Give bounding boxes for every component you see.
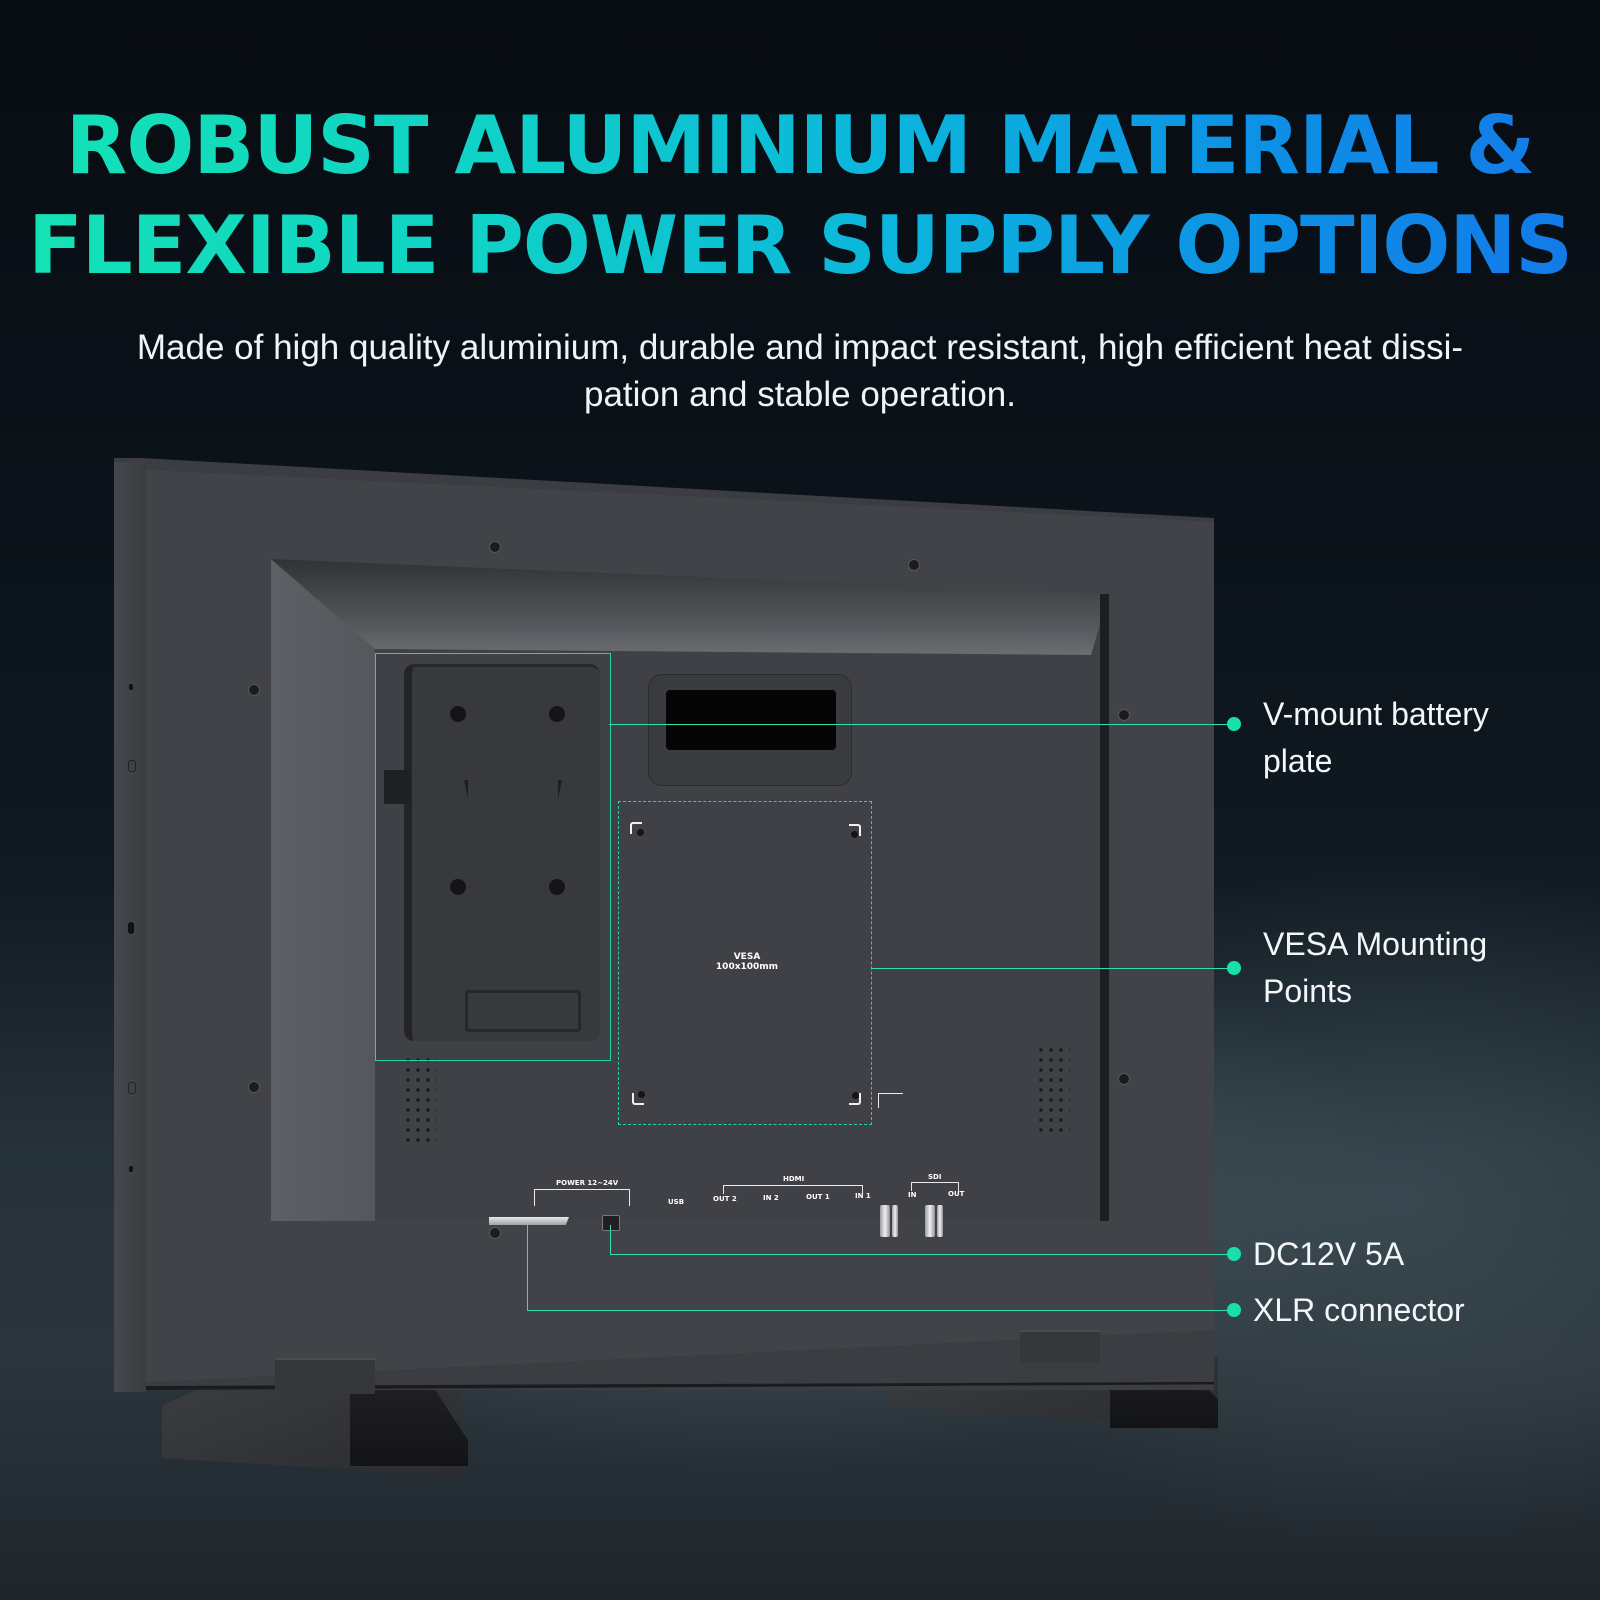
dc-leader-line-vertical [610, 1225, 611, 1255]
vesa-corner-marker [630, 822, 642, 834]
dc-leader-line [610, 1254, 1234, 1255]
plate-hole [450, 879, 466, 895]
hdmi-in1-label: IN 1 [855, 1192, 871, 1200]
sdi-port-group-label: SDI [928, 1173, 942, 1181]
callout-vesa-line-1: VESA Mounting [1263, 926, 1488, 962]
usb-port-label: USB [668, 1198, 685, 1206]
vesa-corner-marker [849, 1093, 861, 1105]
speaker-grille-right [1036, 1045, 1070, 1135]
plate-latch [465, 990, 581, 1032]
vesa-corner-marker [632, 1093, 644, 1105]
vesa-leader-line [871, 968, 1234, 969]
hdmi-out2-label: OUT 2 [713, 1195, 737, 1203]
hdmi-port-group-label: HDMI [783, 1175, 805, 1183]
carry-handle-slot [666, 690, 836, 750]
plate-hole [549, 706, 565, 722]
dc-power-jack [602, 1215, 620, 1231]
sdi-out-label: OUT [948, 1190, 965, 1198]
plate-side-clip [384, 770, 410, 804]
subtitle-line-1: Made of high quality aluminium, durable … [136, 328, 1464, 367]
side-hole [128, 922, 134, 934]
screw-icon [248, 684, 260, 696]
power-port-group-label: POWER 12~24V [556, 1179, 619, 1187]
v-mount-highlight-box [375, 653, 611, 1061]
v-mount-callout-dot [1227, 717, 1241, 731]
v-mount-battery-plate [404, 664, 600, 1041]
side-hole [128, 1082, 136, 1094]
callout-v-mount-line-2: plate [1263, 743, 1333, 779]
screw-icon [489, 541, 501, 553]
callout-v-mount-line-1: V-mount battery [1263, 696, 1489, 732]
xlr-callout-dot [1227, 1303, 1241, 1317]
corner-marker [878, 1093, 903, 1108]
screw-icon [908, 559, 920, 571]
screw-icon [1118, 709, 1130, 721]
vesa-hole [851, 831, 858, 838]
screw-icon [1118, 1073, 1130, 1085]
vesa-highlight-box [618, 801, 872, 1125]
xlr-connector [489, 1217, 569, 1225]
side-hole [128, 760, 136, 772]
plate-hole [549, 879, 565, 895]
hdmi-in2-label: IN 2 [763, 1194, 779, 1202]
recessed-panel-right-edge [1100, 594, 1109, 1221]
vesa-corner-marker [849, 824, 861, 836]
callout-vesa-line-2: Points [1263, 973, 1352, 1009]
recessed-panel-left-bevel [271, 559, 375, 1221]
side-hole [129, 684, 133, 690]
right-foot-bracket [1020, 1330, 1100, 1362]
callout-dc-power: DC12V 5A [1253, 1236, 1405, 1272]
vesa-hole [638, 1091, 645, 1098]
headline-line-1: ROBUST ALUMINIUM MATERIAL & [0, 96, 1600, 196]
side-hole [129, 1166, 133, 1172]
speaker-grille-left [403, 1055, 437, 1145]
subtitle-line-2: pation and stable operation. [584, 375, 1016, 414]
sdi-bracket [911, 1182, 959, 1191]
headline-line-2: FLEXIBLE POWER SUPPLY OPTIONS [0, 196, 1600, 296]
monitor-bottom-edge [146, 1382, 1214, 1390]
vesa-label: VESA [733, 952, 761, 962]
power-bracket [534, 1189, 630, 1206]
xlr-leader-line [527, 1310, 1234, 1311]
vesa-callout-dot [1227, 961, 1241, 975]
callout-xlr-connector: XLR connector [1253, 1292, 1465, 1328]
screw-icon [489, 1227, 501, 1239]
vesa-size-label: 100x100mm [715, 962, 779, 972]
plate-hole [450, 706, 466, 722]
xlr-leader-line-vertical [527, 1225, 528, 1311]
sdi-out-bnc-connector [925, 1205, 935, 1237]
vesa-hole [637, 829, 644, 836]
sdi-in-bnc-connector-rear [892, 1205, 898, 1237]
hdmi-out1-label: OUT 1 [806, 1193, 830, 1201]
sdi-in-bnc-connector [880, 1205, 890, 1237]
left-foot-bracket [275, 1358, 375, 1394]
vesa-hole [852, 1092, 859, 1099]
sdi-in-label: IN [908, 1191, 917, 1199]
screw-icon [248, 1081, 260, 1093]
sdi-out-bnc-connector-rear [937, 1205, 943, 1237]
hdmi-bracket [723, 1185, 863, 1194]
dc-callout-dot [1227, 1247, 1241, 1261]
v-mount-leader-line [609, 724, 1234, 725]
